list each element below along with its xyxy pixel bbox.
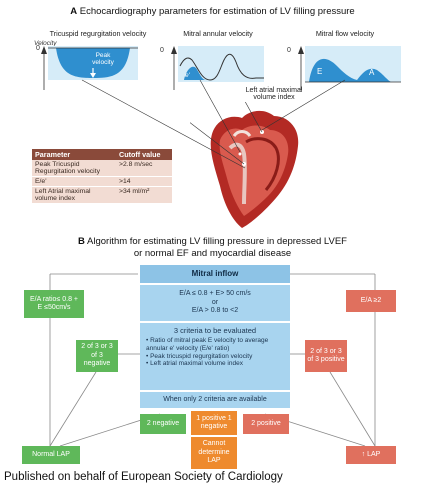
- arrow-up-icon: ↑: [361, 450, 366, 458]
- positive-criteria-box: 2 of 3 or 3 of 3 positive: [305, 340, 347, 372]
- panel-label-mitral: Mitral flow velocity: [315, 29, 375, 38]
- footer-credit: Published on behalf of European Society …: [4, 471, 283, 483]
- table-row: Peak Tricuspid Regurgitation velocity >2…: [32, 160, 172, 177]
- section-a-title: A Echocardiography parameters for estima…: [70, 6, 355, 17]
- mitral-inflow-header: Mitral inflow: [140, 265, 290, 283]
- mixed-result-box: 1 positive 1 negative: [191, 411, 237, 435]
- cannot-determine-box: Cannot determine LAP: [191, 437, 237, 469]
- ea-criteria-box: E/A ≤ 0.8 + E> 50 cm/s or E/A > 0.8 to <…: [140, 285, 290, 321]
- negative-criteria-box: 2 of 3 or 3 of 3 negative: [76, 340, 118, 372]
- two-negative-box: 2 negative: [140, 414, 186, 434]
- table-row: Left Atrial maximal volume index >34 ml/…: [32, 186, 172, 204]
- table-header-cutoff: Cutoff value: [116, 149, 172, 160]
- section-b-title: B Algorithm for estimating LV filling pr…: [78, 236, 347, 259]
- elevated-lap-box: ↑ LAP: [346, 446, 396, 464]
- three-criteria-box: 3 criteria to be evaluated • Ratio of mi…: [140, 323, 290, 390]
- two-positive-box: 2 positive: [243, 414, 289, 434]
- only-two-criteria-box: When only 2 criteria are available: [140, 392, 290, 408]
- ea-low-box: E/A ratio≤ 0.8 + E ≤50cm/s: [24, 290, 84, 318]
- tr-zero: 0: [36, 45, 40, 52]
- peak-velocity-label: Peak velocity: [92, 52, 114, 66]
- table-header-parameter: Parameter: [32, 149, 116, 160]
- panel-label-tr: Tricuspid regurgitation velocity: [49, 29, 147, 38]
- velocity-axis-label: Velocity: [34, 40, 57, 47]
- mitral-zero: 0: [287, 47, 291, 54]
- table-row: E/e' >14: [32, 176, 172, 187]
- parameter-table: Parameter Cutoff value Peak Tricuspid Re…: [32, 149, 172, 204]
- annular-velocity-panel: [171, 46, 264, 90]
- annular-zero: 0: [160, 47, 164, 54]
- mitral-a-label: A: [369, 68, 375, 77]
- normal-lap-box: Normal LAP: [22, 446, 80, 464]
- panel-label-annular: Mitral annular velocity: [183, 29, 253, 38]
- annular-e-prime-label: e': [185, 72, 190, 79]
- mitral-e-label: E: [317, 67, 323, 76]
- ea-high-box: E/A ≥2: [346, 290, 396, 312]
- mitral-flow-panel: [298, 46, 401, 90]
- tr-velocity-panel: [41, 46, 138, 90]
